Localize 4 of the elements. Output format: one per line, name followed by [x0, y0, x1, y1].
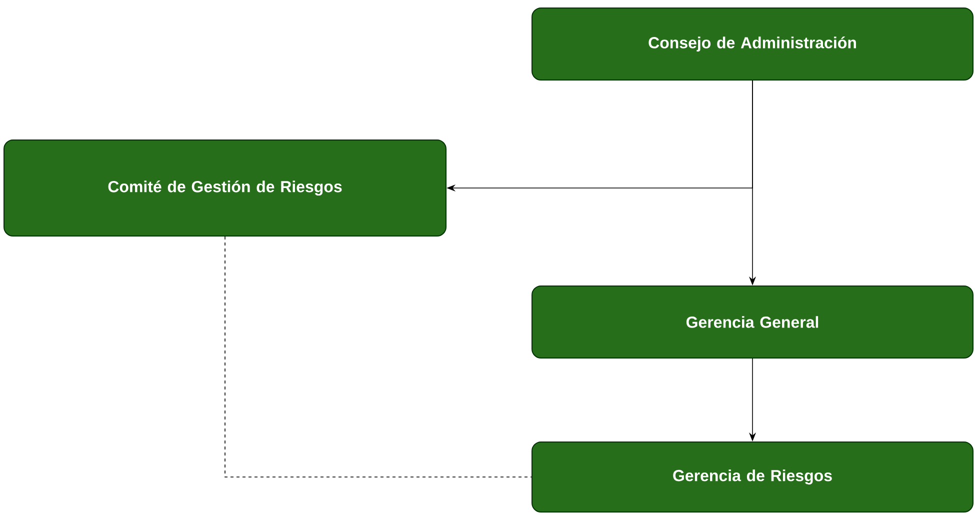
org-box: Gerencia de Riesgos — [532, 442, 974, 512]
org-box: Gerencia General — [532, 286, 974, 358]
org-box: Consejo de Administración — [532, 8, 974, 80]
org-box: Comité de Gestión de Riesgos — [4, 140, 446, 236]
